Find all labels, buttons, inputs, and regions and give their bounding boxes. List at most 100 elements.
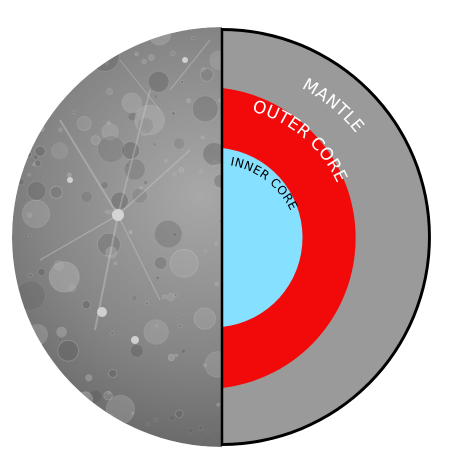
crater (161, 294, 167, 299)
crater (85, 58, 92, 64)
crater (217, 98, 222, 103)
crater (30, 29, 35, 34)
crater (178, 167, 185, 173)
crater (175, 409, 184, 418)
crater (26, 324, 48, 346)
crater (56, 326, 68, 338)
surface-rays (39, 39, 211, 331)
crater (31, 27, 47, 39)
crater (97, 424, 121, 447)
crater (60, 84, 68, 92)
crater (169, 248, 199, 278)
inner-core-layer (222, 148, 303, 327)
crater (214, 281, 220, 287)
crater (18, 130, 26, 138)
crater (90, 135, 101, 145)
crater (25, 151, 32, 158)
crater (123, 158, 146, 181)
crater (111, 27, 116, 31)
crater (216, 402, 221, 407)
crater (37, 341, 43, 347)
crater (172, 137, 185, 150)
crater (81, 300, 91, 310)
crater (28, 333, 34, 339)
cutaway (220, 28, 431, 446)
crater (89, 42, 120, 72)
crater (200, 135, 205, 140)
crater (155, 275, 160, 280)
crater (13, 113, 18, 118)
crater (32, 162, 37, 167)
crater (128, 230, 133, 235)
crater (77, 391, 94, 407)
crater (27, 172, 32, 177)
crater (106, 120, 111, 125)
crater (154, 323, 159, 328)
crater (166, 292, 176, 302)
crater (134, 104, 166, 136)
crater (175, 317, 180, 322)
crater (97, 135, 125, 164)
crater (125, 163, 130, 168)
crater (121, 141, 140, 160)
crater (26, 181, 47, 201)
crater (172, 232, 177, 237)
crater (15, 280, 46, 311)
crater (18, 343, 45, 370)
crater (79, 34, 83, 39)
crater (153, 256, 168, 270)
crater (170, 50, 176, 57)
crater (84, 374, 93, 382)
crater (113, 44, 119, 50)
crater (103, 391, 113, 401)
crater (139, 186, 144, 191)
bright-crater (97, 307, 107, 317)
crater (57, 127, 64, 133)
crater (104, 61, 109, 66)
crater (27, 233, 32, 238)
crater (144, 301, 149, 306)
crater (212, 160, 219, 167)
crater (140, 130, 147, 137)
crater (130, 411, 135, 416)
crater (48, 261, 80, 293)
crater (76, 116, 92, 131)
crater (149, 392, 155, 397)
crater (200, 66, 207, 73)
crater (134, 51, 139, 57)
crater (46, 384, 55, 393)
crater (24, 416, 30, 421)
crater (153, 417, 158, 422)
crater (131, 294, 138, 301)
crater (153, 94, 158, 99)
crater (53, 260, 64, 271)
crater (42, 358, 52, 368)
crater (31, 90, 36, 95)
crater (27, 273, 33, 278)
crater (68, 284, 77, 293)
crater (143, 180, 148, 185)
crater (12, 100, 17, 105)
crater (214, 241, 219, 246)
crater (104, 209, 110, 214)
crater (23, 117, 28, 122)
crater (108, 368, 118, 378)
bright-crater (182, 57, 188, 63)
crater (146, 422, 151, 427)
crater (60, 93, 64, 98)
crater (131, 187, 148, 204)
crater (177, 323, 183, 328)
crater (147, 71, 170, 93)
crater (34, 159, 42, 167)
crater (100, 181, 109, 190)
crater (27, 212, 33, 218)
crater (211, 27, 217, 29)
crater (203, 248, 208, 253)
crater (202, 142, 222, 166)
crater (205, 430, 210, 434)
crater (209, 50, 222, 71)
crater (197, 425, 204, 431)
crater (113, 261, 118, 266)
crater (50, 142, 69, 160)
crater (57, 339, 79, 362)
